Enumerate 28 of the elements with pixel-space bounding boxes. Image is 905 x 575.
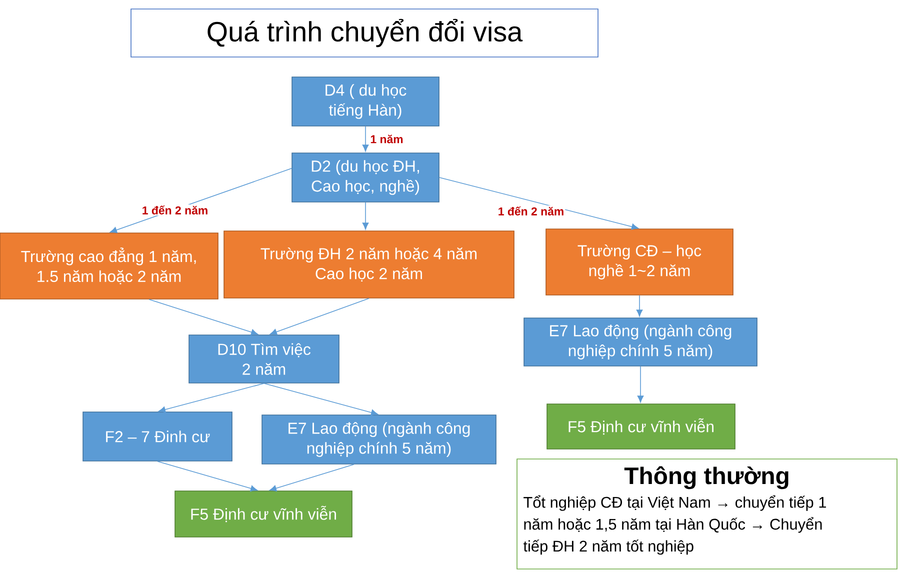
arrow (148, 299, 258, 336)
process-box: F5 Định cư vĩnh viễn (174, 490, 352, 538)
process-box: Trường cao đẳng 1 năm, 1.5 năm hoặc 2 năm (0, 232, 218, 300)
process-box: E7 Lao động (ngành công nghiệp chính 5 năm) (524, 318, 758, 366)
process-box: D10 Tìm việc 2 năm (188, 334, 340, 384)
arrow (362, 126, 369, 152)
process-box: D4 ( du học tiếng Hàn) (292, 76, 440, 126)
arrow (637, 366, 644, 403)
process-box: Trường ĐH 2 năm hoặc 4 năm Cao học 2 năm (224, 230, 514, 298)
arrow (270, 298, 370, 335)
edge-label: 1 đến 2 năm (496, 206, 566, 216)
arrow (269, 464, 354, 492)
process-box: F5 Định cư vĩnh viễn (546, 404, 736, 450)
arrow (157, 460, 258, 492)
process-box: D2 (du học ĐH, Cao học, nghề) (292, 152, 440, 202)
note-heading: Thông thường (624, 466, 788, 490)
edge-label: 1 đến 2 năm (140, 204, 210, 216)
process-box: Trường CĐ – học nghề 1~2 năm (546, 228, 734, 296)
arrow (636, 295, 643, 317)
arrow (362, 202, 369, 230)
edge-label: 1 năm (369, 134, 404, 144)
note-text: Tổt nghiệp CĐ tại Việt Nam → chuyển tiếp 1 năm hoặc 1,5 năm tại Hàn Quốc → Chuyển tiếp ĐH 2 năm tốt nghiệp (523, 495, 826, 555)
arrow (439, 177, 639, 230)
process-box: F2 – 7 Đinh cư (82, 412, 232, 462)
process-box: E7 Lao động (ngành công nghiệp chính 5 năm) (262, 414, 496, 464)
arrow (158, 382, 264, 413)
arrow (264, 382, 378, 416)
title-box: Quá trình chuyển đổi visa (130, 8, 598, 58)
